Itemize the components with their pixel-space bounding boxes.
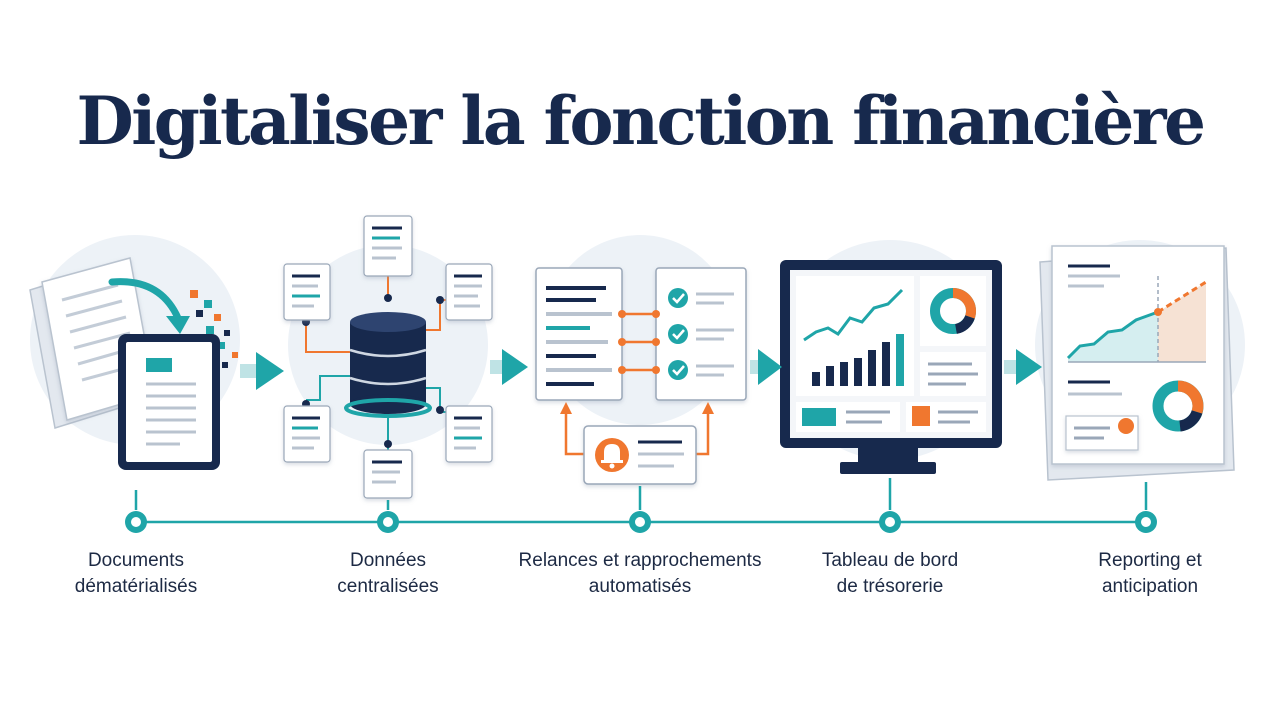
step-label-line: Reporting et	[1098, 550, 1202, 571]
arrow-3-icon	[750, 349, 782, 385]
step-label-line: anticipation	[1101, 576, 1199, 597]
step-label-documents: Documents dématérialisés	[0, 548, 276, 600]
arrow-4-icon	[1004, 349, 1042, 385]
timeline-node-5	[1135, 511, 1157, 533]
step-label-tableau: Tableau de bord de trésorerie	[750, 548, 1030, 600]
timeline-node-3	[629, 511, 651, 533]
timeline-node-4	[879, 511, 901, 533]
step-label-relances: Relances et rapprochements automatisés	[500, 548, 780, 600]
dashboard-monitor-icon	[780, 240, 1002, 474]
step-label-reporting: Reporting et anticipation	[1010, 548, 1280, 600]
timeline-node-2	[377, 511, 399, 533]
arrow-2-icon	[490, 349, 528, 385]
step-label-line: Documents	[87, 550, 185, 571]
arrow-1-icon	[240, 352, 284, 390]
step-label-line: dématérialisés	[74, 576, 198, 597]
timeline-node-1	[125, 511, 147, 533]
automation-checklist-icon	[535, 235, 747, 485]
documents-scan-icon	[29, 235, 240, 470]
timeline	[125, 478, 1157, 533]
page-title: Digitaliser la fonction financière	[76, 82, 1206, 160]
step-label-line: Relances et rapprochements	[518, 550, 762, 571]
step-label-line: centralisées	[337, 576, 439, 597]
database-hub-icon	[283, 215, 493, 499]
step-label-line: Tableau de bord	[821, 550, 959, 571]
step-label-line: Données	[349, 550, 427, 571]
step-label-donnees: Données centralisées	[248, 548, 528, 600]
step-label-line: de trésorerie	[836, 576, 944, 597]
step-label-line: automatisés	[588, 576, 692, 597]
reporting-forecast-icon	[1035, 240, 1245, 481]
